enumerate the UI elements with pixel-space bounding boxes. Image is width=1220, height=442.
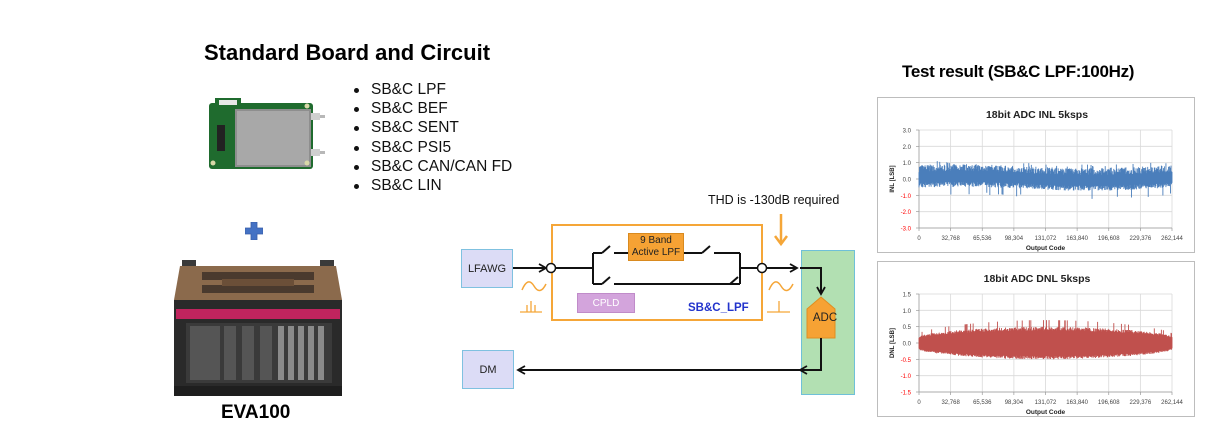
y-tick-label: 0.0 — [903, 178, 912, 184]
thd-note: THD is -130dB required — [708, 193, 840, 207]
page-title: Standard Board and Circuit — [204, 40, 491, 65]
y-tick-label: -1.0 — [901, 374, 912, 380]
x-tick-label: 262,144 — [1161, 400, 1183, 406]
board-list-item: SB&C LPF — [352, 80, 512, 99]
data-series-dnl — [918, 320, 1173, 360]
sine-wave-icon — [768, 281, 794, 292]
x-tick-label: 0 — [917, 400, 921, 406]
board-list-item: SB&C CAN/CAN FD — [352, 157, 512, 176]
x-tick-label: 262,144 — [1161, 236, 1183, 242]
x-axis-label: Output Code — [1026, 245, 1066, 252]
board-list-item: SB&C SENT — [352, 118, 512, 137]
y-tick-label: 1.0 — [903, 309, 912, 315]
sine-wave-icon — [521, 281, 547, 292]
x-axis-label: Output Code — [1026, 409, 1066, 416]
board-image — [207, 97, 327, 171]
data-series-inl — [918, 161, 1173, 199]
input-node — [545, 262, 557, 274]
y-tick-label: 2.0 — [903, 145, 912, 151]
x-tick-label: 98,304 — [1005, 236, 1024, 242]
plus-icon — [244, 221, 264, 241]
x-tick-label: 98,304 — [1005, 400, 1024, 406]
filter-label-line1: 9 Band — [640, 235, 672, 246]
dnl-chart: 18bit ADC DNL 5ksps 1.5 1.0 0.5 0.0 -0.5 -1.0 -… — [877, 261, 1195, 417]
board-list: SB&C LPF SB&C BEF SB&C SENT SB&C PSI5 SB… — [352, 80, 512, 195]
y-axis-label: DNL [LSB] — [890, 328, 896, 358]
eva100-image — [172, 258, 344, 401]
x-tick-label: 32,768 — [941, 236, 960, 242]
chart-title: 18bit ADC DNL 5ksps — [984, 273, 1091, 285]
y-axis-label: INL [LSB] — [890, 165, 896, 192]
board-list-item: SB&C PSI5 — [352, 138, 512, 157]
y-tick-label: 1.0 — [903, 161, 912, 167]
x-tick-label: 196,608 — [1098, 400, 1120, 406]
x-tick-label: 0 — [917, 236, 921, 242]
switch-icon — [701, 245, 711, 254]
x-tick-label: 32,768 — [941, 400, 960, 406]
diagram-wiring — [513, 214, 836, 375]
y-tick-label: -0.5 — [901, 358, 912, 364]
dm-block: DM — [462, 350, 514, 389]
cpld-block: CPLD — [577, 293, 635, 313]
data-area — [919, 171, 1172, 186]
chart-title: 18bit ADC INL 5ksps — [986, 109, 1088, 121]
switch-icon — [601, 276, 611, 285]
x-tick-label: 65,536 — [973, 236, 992, 242]
x-tick-label: 163,840 — [1066, 236, 1088, 242]
y-tick-label: -2.0 — [901, 210, 912, 216]
x-tick-label: 229,376 — [1130, 400, 1152, 406]
y-tick-label: 1.5 — [903, 293, 912, 299]
result-title: Test result (SB&C LPF:100Hz) — [902, 62, 1135, 81]
y-tick-label: 3.0 — [903, 129, 912, 135]
board-list-item: SB&C LIN — [352, 176, 512, 195]
y-tick-label: -1.0 — [901, 194, 912, 200]
filter-label-line2: Active LPF — [631, 247, 681, 258]
board-label: SB&C_LPF — [688, 302, 749, 314]
y-tick-label: 0.5 — [903, 325, 912, 331]
switch-icon — [729, 276, 739, 285]
board-list-item: SB&C BEF — [352, 99, 512, 118]
inl-chart: 18bit ADC INL 5ksps 3.0 2.0 1.0 0.0 -1.0 -2.0 -… — [877, 97, 1195, 253]
adc-label: ADC — [812, 312, 838, 324]
spectrum-icon — [767, 301, 790, 313]
x-tick-label: 196,608 — [1098, 236, 1120, 242]
switch-icon — [601, 245, 611, 254]
output-node — [756, 262, 768, 274]
y-tick-label: -3.0 — [901, 227, 912, 233]
lfawg-block: LFAWG — [461, 249, 513, 288]
y-tick-label: 0.0 — [903, 342, 912, 348]
x-tick-label: 163,840 — [1066, 400, 1088, 406]
x-tick-label: 131,072 — [1035, 400, 1057, 406]
x-tick-label: 229,376 — [1130, 236, 1152, 242]
y-tick-label: -1.5 — [901, 391, 912, 397]
product-name: EVA100 — [221, 402, 291, 423]
spectrum-icon — [520, 301, 542, 313]
data-area — [919, 330, 1172, 356]
down-arrow-icon — [774, 235, 788, 247]
x-tick-label: 131,072 — [1035, 236, 1057, 242]
x-tick-label: 65,536 — [973, 400, 992, 406]
